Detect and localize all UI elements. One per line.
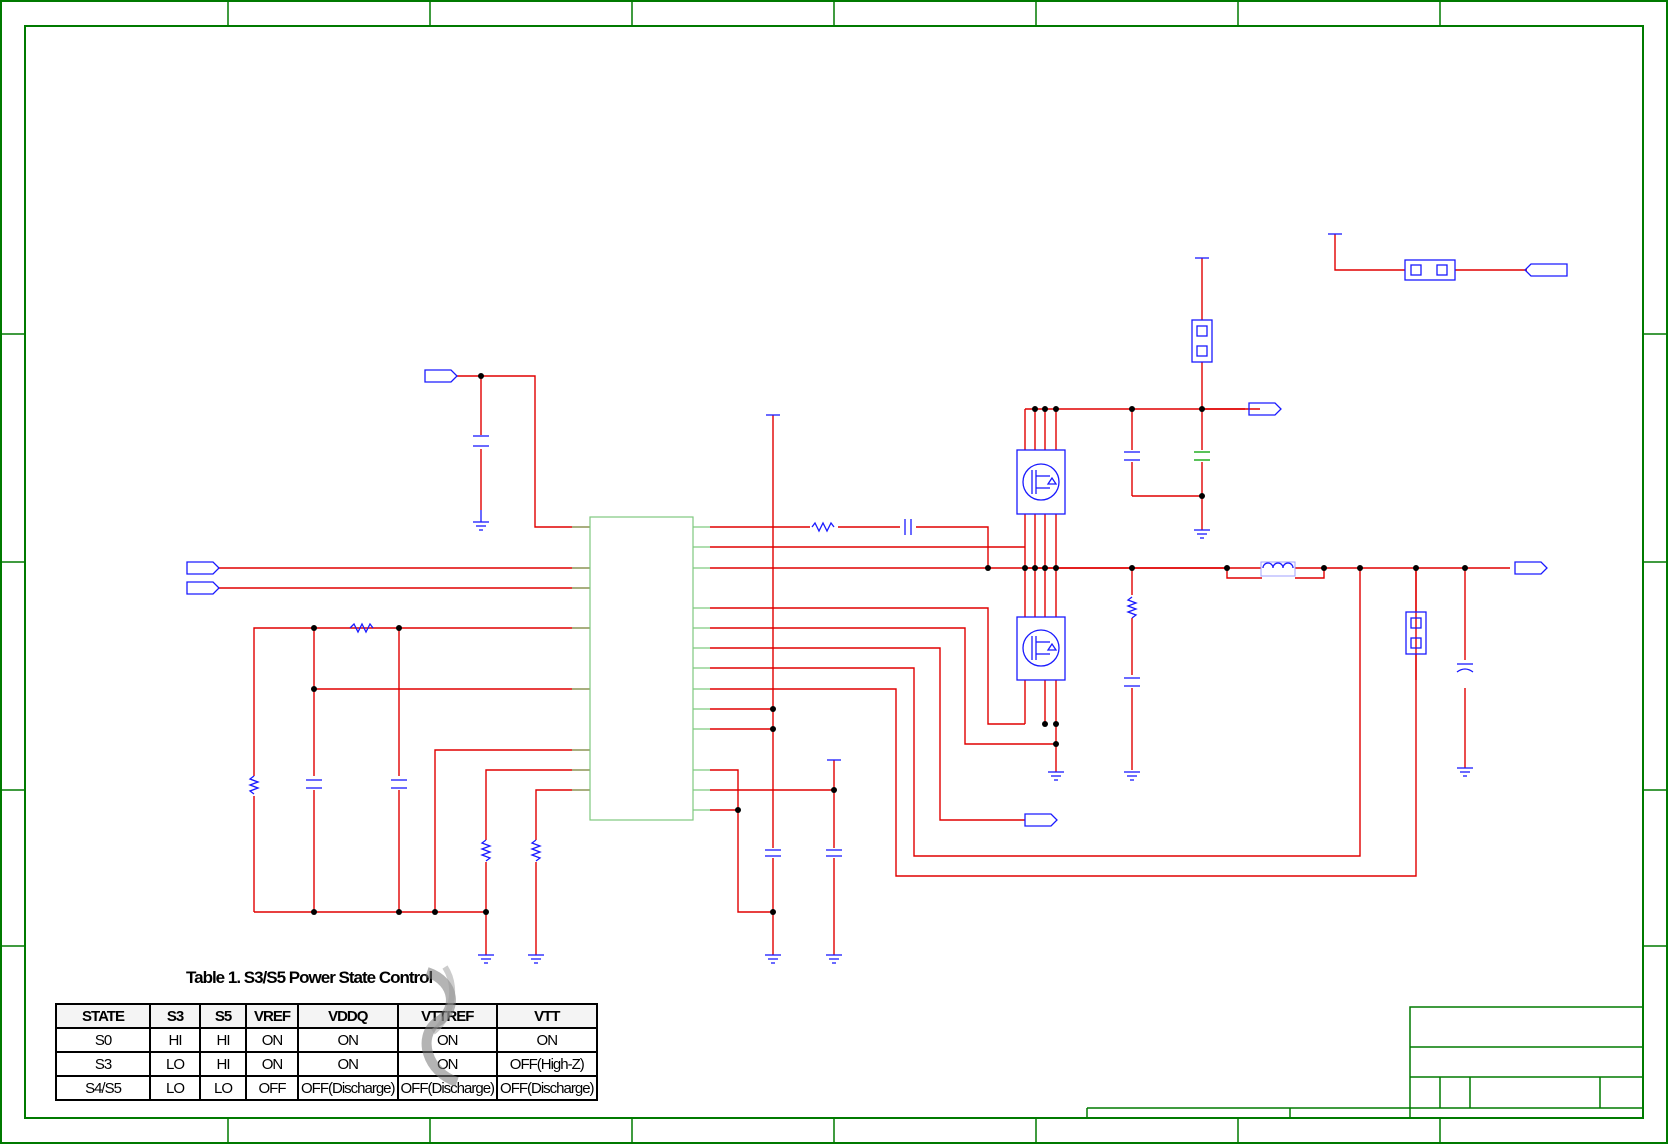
- cell: ON: [496, 1027, 598, 1053]
- cell: ON: [245, 1051, 299, 1077]
- capacitor-c10-polarized: [1456, 663, 1474, 673]
- jumper-top-right: [1404, 259, 1456, 281]
- capacitor-c1: [473, 435, 489, 447]
- resistor-r4: [530, 839, 542, 862]
- capacitor-c7: [1124, 451, 1140, 461]
- cell: OFF(High-Z): [496, 1051, 598, 1077]
- header-vtt: VTT: [496, 1003, 598, 1029]
- cell: LO: [149, 1051, 201, 1077]
- resistor-r1: [349, 622, 374, 634]
- port-flag-7: [1024, 813, 1058, 827]
- table-header-row: STATE S3 S5 VREF VDDQ VTTREF VTT: [55, 1003, 598, 1029]
- capacitor-c3: [391, 779, 407, 789]
- cell: OFF(Discharge): [496, 1075, 598, 1101]
- wires: [218, 234, 1527, 955]
- cell: S4/S5: [55, 1075, 151, 1101]
- ic-pins: [572, 526, 710, 811]
- cell: OFF(Discharge): [297, 1075, 399, 1101]
- port-flag-3: [186, 581, 220, 595]
- capacitor-c5: [826, 849, 842, 857]
- port-flag-1: [424, 369, 458, 383]
- cell: S3: [55, 1051, 151, 1077]
- port-flag-6: [1524, 263, 1568, 277]
- header-vddq: VDDQ: [297, 1003, 399, 1029]
- resistor-r2: [248, 775, 260, 795]
- inductor-l1: [1260, 561, 1296, 577]
- watermark-logo: [421, 965, 459, 1087]
- header-s3: S3: [149, 1003, 201, 1029]
- mosfet-high-side: [1016, 449, 1066, 515]
- cell: HI: [199, 1027, 247, 1053]
- table-row: S3 LO HI ON ON ON OFF(High-Z): [55, 1051, 598, 1077]
- ground-symbols: [473, 510, 1473, 964]
- controller-ic: [572, 516, 710, 821]
- cell: ON: [297, 1027, 399, 1053]
- cell: HI: [149, 1027, 201, 1053]
- table-row: S4/S5 LO LO OFF OFF(Discharge) OFF(Disch…: [55, 1075, 598, 1101]
- header-state: STATE: [55, 1003, 151, 1029]
- table-row: S0 HI HI ON ON ON ON: [55, 1027, 598, 1053]
- resistor-r6: [1126, 596, 1138, 619]
- cell: HI: [199, 1051, 247, 1077]
- port-flag-4: [1248, 402, 1282, 416]
- port-flag-5: [1514, 561, 1548, 575]
- cell: LO: [149, 1075, 201, 1101]
- port-flag-2: [186, 561, 220, 575]
- capacitor-c2: [306, 779, 322, 789]
- cell: OFF: [245, 1075, 299, 1101]
- components: [186, 233, 1568, 964]
- junction-dots: [311, 373, 1468, 915]
- cell: ON: [396, 1027, 499, 1053]
- table-caption: Table 1. S3/S5 Power State Control: [186, 968, 433, 987]
- resistor-r5: [811, 521, 835, 533]
- header-s5: S5: [199, 1003, 247, 1029]
- title-block: [1086, 1006, 1644, 1119]
- cell: S0: [55, 1027, 151, 1053]
- header-vref: VREF: [245, 1003, 299, 1029]
- jumper-vertical-2: [1405, 611, 1427, 655]
- capacitor-c4: [765, 849, 781, 857]
- power-rail-symbols: [766, 233, 1342, 761]
- jumper-vertical-1: [1191, 319, 1213, 363]
- capacitor-c6: [904, 519, 912, 535]
- capacitor-c8: [1124, 677, 1140, 687]
- cell: ON: [297, 1051, 399, 1077]
- cell: LO: [199, 1075, 247, 1101]
- power-state-table: STATE S3 S5 VREF VDDQ VTTREF VTT S0 HI H…: [55, 1003, 598, 1101]
- capacitor-c9-green: [1194, 451, 1210, 461]
- resistor-r3: [480, 839, 492, 862]
- cell: ON: [245, 1027, 299, 1053]
- mosfet-low-side: [1016, 616, 1066, 681]
